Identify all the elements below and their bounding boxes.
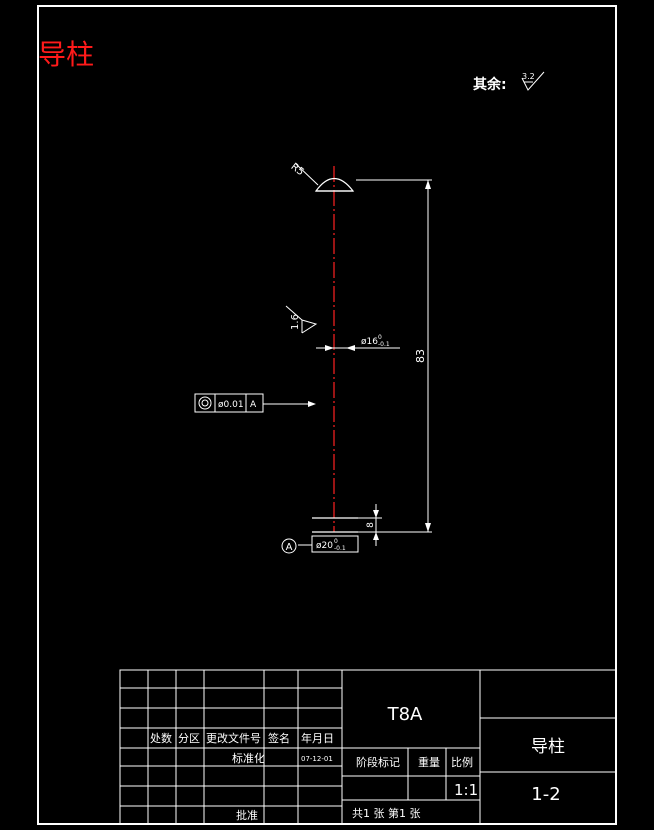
upper-diameter-nominal: ø16 xyxy=(361,337,378,347)
radius-leader xyxy=(295,163,319,186)
datum-circle-icon xyxy=(281,538,297,554)
tolerance-datum: A xyxy=(250,400,257,410)
header-zone: 分区 xyxy=(178,732,200,745)
title-block xyxy=(119,669,617,825)
arrow-down-small-icon xyxy=(373,510,379,518)
standardize-date: 07-12-01 xyxy=(301,755,333,763)
header-change-doc: 更改文件号 xyxy=(206,731,261,745)
drawing-border xyxy=(37,5,617,825)
datum-label: A xyxy=(286,542,293,553)
header-date: 年月日 xyxy=(301,731,334,745)
scale-value: 1:1 xyxy=(454,781,478,799)
tolerance-arrow-icon xyxy=(308,401,316,407)
tolerance-value: ø0.01 xyxy=(218,400,244,410)
roughness-symbol-icon xyxy=(521,71,545,91)
upper-diameter-lower-dev: -0.1 xyxy=(378,341,390,348)
radius-label: R5 xyxy=(289,161,306,178)
stage-label: 阶段标记 xyxy=(356,755,400,769)
surface-finish-value: 1.6 xyxy=(290,314,301,330)
header-location: 处数 xyxy=(150,732,172,745)
lower-diameter-nominal: ø20 xyxy=(316,541,333,551)
guide-pillar-outline xyxy=(312,177,358,533)
part-name: 导柱 xyxy=(531,737,565,757)
concentricity-icon xyxy=(198,396,212,410)
length-dimension-value: 83 xyxy=(414,349,427,363)
lower-diameter-lower-dev: -0.1 xyxy=(334,545,346,552)
approve-label: 批准 xyxy=(236,808,258,822)
drawing-title: 导柱 xyxy=(38,38,94,71)
lower-diameter-upper-dev: 0 xyxy=(334,538,338,545)
material-label: T8A xyxy=(387,704,423,725)
lower-diameter-box xyxy=(311,535,359,553)
scale-label: 比例 xyxy=(451,755,473,769)
small-dimension-value: 8 xyxy=(366,522,376,528)
arrow-up-icon xyxy=(425,180,431,189)
surface-finish-icon xyxy=(285,305,318,334)
weight-label: 重量 xyxy=(418,755,440,769)
arrow-right-icon xyxy=(325,345,334,351)
roughness-note-label: 其余: xyxy=(473,76,507,93)
arrow-down-icon xyxy=(425,523,431,532)
tolerance-frame: ø0.01 A xyxy=(194,393,264,413)
arrow-up-small-icon xyxy=(373,532,379,540)
arrow-left-icon xyxy=(346,345,355,351)
drawing-number: 1-2 xyxy=(531,784,560,805)
roughness-value: 3.2 xyxy=(522,72,535,81)
upper-diameter-upper-dev: 0 xyxy=(378,334,382,341)
sheets-count: 共1 张 第1 张 xyxy=(352,806,421,820)
standardize-label: 标准化 xyxy=(232,751,265,765)
header-signature: 签名 xyxy=(268,731,290,745)
